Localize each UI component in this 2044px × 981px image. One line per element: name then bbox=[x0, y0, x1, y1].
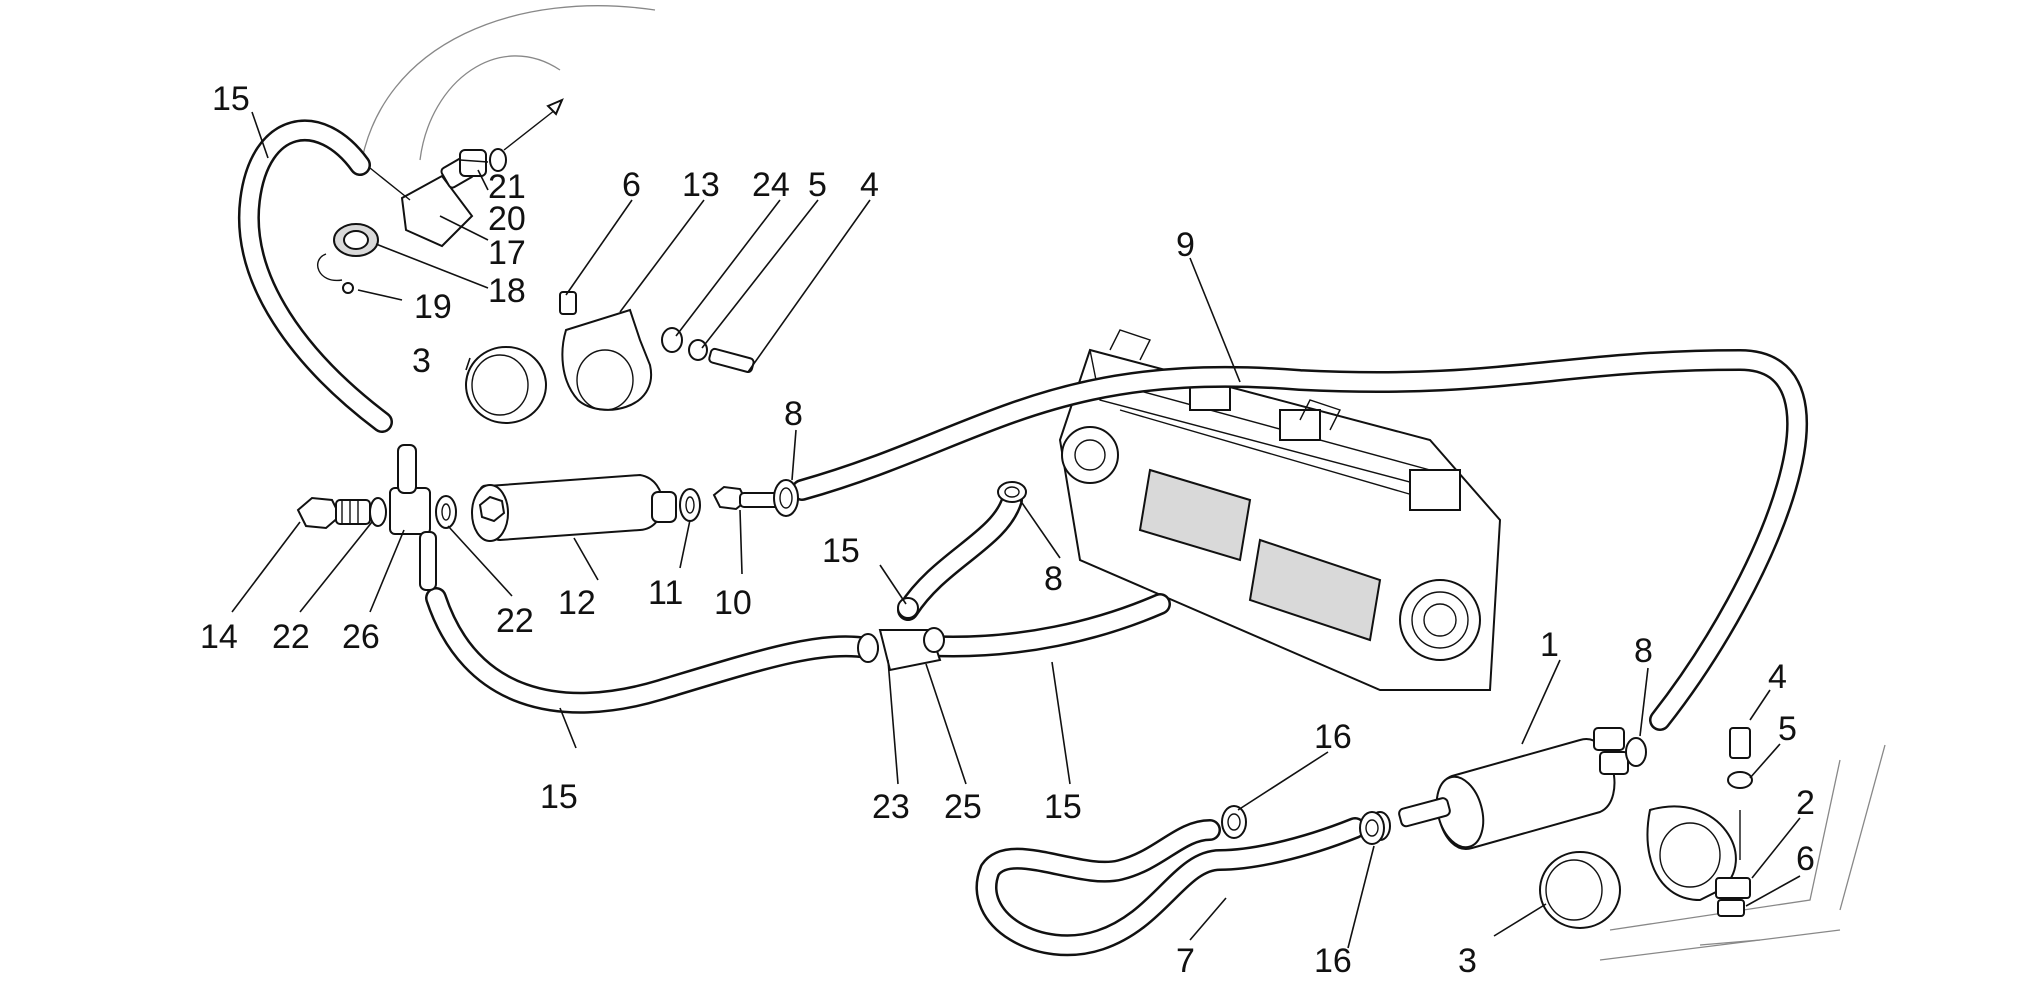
callout-5-right: 5 bbox=[1778, 710, 1797, 748]
leader-lines bbox=[231, 111, 1801, 949]
vehicle-outline-lines bbox=[359, 5, 1886, 961]
junction-25 bbox=[857, 597, 945, 672]
fuel-filter-12 bbox=[471, 473, 677, 542]
callout-9: 9 bbox=[1176, 226, 1195, 264]
callout-2: 2 bbox=[1796, 784, 1815, 822]
callout-labels: 15 21 20 17 18 19 6 13 24 5 4 3 8 9 14 2… bbox=[200, 80, 1815, 980]
fuel-pump-1 bbox=[1369, 727, 1647, 850]
hose-15-upper-branch bbox=[897, 489, 1023, 621]
engine-block bbox=[1058, 329, 1502, 691]
callout-15-top: 15 bbox=[212, 80, 250, 118]
callout-4-right: 4 bbox=[1768, 658, 1787, 696]
hose-7-pump-feed bbox=[975, 817, 1366, 957]
callout-4-top: 4 bbox=[860, 166, 879, 204]
clips-16 bbox=[1221, 805, 1385, 845]
callout-16-top: 16 bbox=[1314, 718, 1352, 756]
clip-8-upper bbox=[997, 481, 1027, 503]
callout-25: 25 bbox=[944, 788, 982, 826]
callout-18: 18 bbox=[488, 272, 526, 310]
callout-5-top: 5 bbox=[808, 166, 827, 204]
union-10 bbox=[712, 485, 781, 511]
callout-22-right: 22 bbox=[496, 602, 534, 640]
callout-26: 26 bbox=[342, 618, 380, 656]
hose-15-top bbox=[237, 119, 393, 433]
valve-18-19 bbox=[317, 223, 379, 294]
filter-clamp-3-13 bbox=[465, 291, 755, 424]
callout-15-low: 15 bbox=[540, 778, 578, 816]
t-fitting-26 bbox=[389, 444, 437, 591]
callout-8-c: 8 bbox=[1634, 632, 1653, 670]
callout-24: 24 bbox=[752, 166, 790, 204]
hose-15-to-engine bbox=[919, 593, 1171, 658]
banjo-bolt-14 bbox=[296, 496, 371, 530]
callout-23: 23 bbox=[872, 788, 910, 826]
callout-3-low: 3 bbox=[1458, 942, 1477, 980]
callout-22-left: 22 bbox=[272, 618, 310, 656]
callout-1: 1 bbox=[1540, 626, 1559, 664]
fittings-20-21 bbox=[459, 98, 564, 177]
callout-17: 17 bbox=[488, 234, 526, 272]
callout-15-mid: 15 bbox=[822, 532, 860, 570]
callout-12: 12 bbox=[558, 584, 596, 622]
callout-10: 10 bbox=[714, 584, 752, 622]
callout-3-top: 3 bbox=[412, 342, 431, 380]
callout-20: 20 bbox=[488, 200, 526, 238]
callout-13: 13 bbox=[682, 166, 720, 204]
callout-11: 11 bbox=[648, 574, 683, 612]
callout-21: 21 bbox=[488, 168, 526, 206]
callout-6-top: 6 bbox=[622, 166, 641, 204]
callout-16-low: 16 bbox=[1314, 942, 1352, 980]
callout-8-a: 8 bbox=[784, 395, 803, 433]
clip-8-filter bbox=[773, 479, 799, 517]
hose-9-return bbox=[791, 349, 1809, 731]
callout-15-right: 15 bbox=[1044, 788, 1082, 826]
hose-15-lower bbox=[425, 587, 879, 714]
callout-14: 14 bbox=[200, 618, 238, 656]
callout-6-right: 6 bbox=[1796, 840, 1815, 878]
callout-7: 7 bbox=[1176, 942, 1195, 980]
washers-22 bbox=[369, 495, 457, 529]
pump-clamps-2-3 bbox=[1539, 727, 1753, 929]
callout-19: 19 bbox=[414, 288, 452, 326]
seal-11 bbox=[679, 488, 701, 522]
callout-8-b: 8 bbox=[1044, 560, 1063, 598]
